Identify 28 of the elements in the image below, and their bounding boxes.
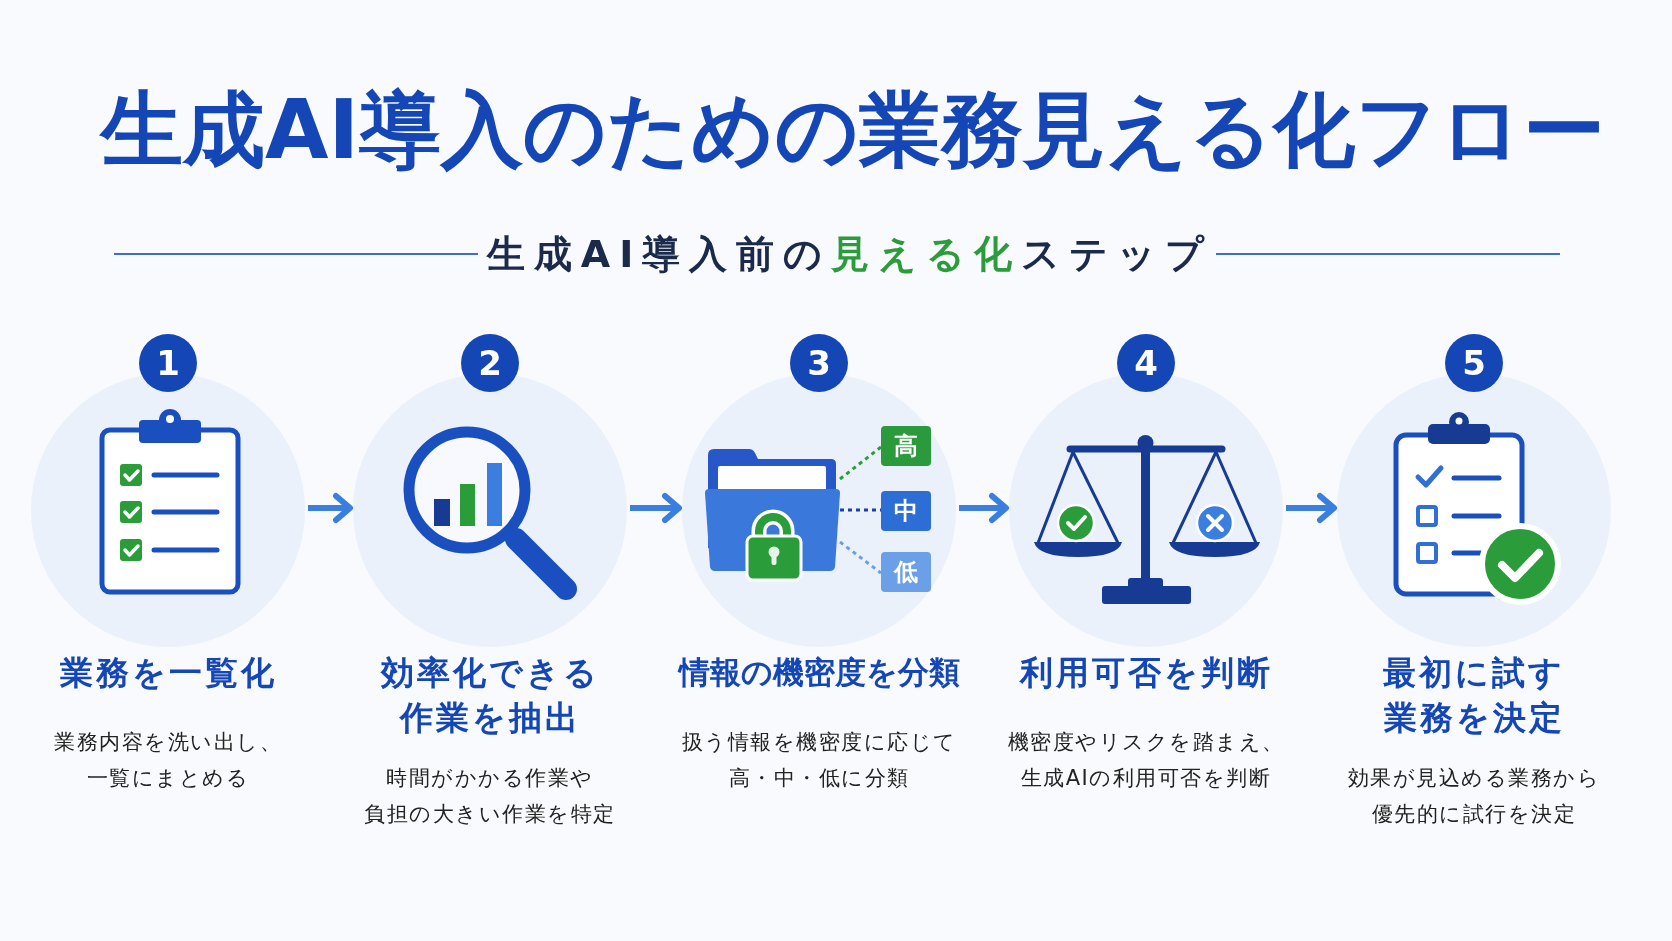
- step-heading: 情報の機密度を分類: [678, 653, 960, 692]
- step-heading: 業務を一覧化: [59, 652, 277, 694]
- folder-lock-icon: [705, 448, 840, 582]
- step-description: 業務内容を洗い出し、一覧にまとめる: [54, 729, 282, 792]
- step-heading: 利用可否を判断: [1019, 652, 1273, 694]
- step-number-badge: 3: [790, 334, 848, 392]
- step-description: 効果が見込める業務から優先的に試行を決定: [1347, 765, 1601, 828]
- arrow: [1286, 493, 1337, 523]
- step-number-badge: 2: [461, 334, 519, 392]
- level-tag: 低: [881, 552, 931, 592]
- dotted-line: [839, 445, 882, 481]
- dotted-line: [840, 508, 881, 512]
- step-description: 機密度やリスクを踏まえ、生成AIの利用可否を判断: [1007, 729, 1285, 792]
- step-heading: 効率化できる作業を抽出: [380, 652, 600, 739]
- subtitle: 生成AI導入前の見える化ステップ: [486, 231, 1214, 278]
- title: 生成AI導入のための業務見える化フロー: [101, 81, 1605, 179]
- step-number-badge: 5: [1445, 334, 1503, 392]
- arrow: [308, 493, 353, 523]
- step-number-badge: 1: [139, 334, 197, 392]
- step-description: 扱う情報を機密度に応じて高・中・低に分類: [681, 729, 957, 792]
- level-tag: 中: [881, 491, 931, 531]
- step-description: 時間がかかる作業や負担の大きい作業を特定: [364, 765, 616, 828]
- step-heading: 最初に試す業務を決定: [1383, 652, 1565, 739]
- level-tag: 高: [881, 426, 931, 466]
- step-number-badge: 4: [1117, 334, 1175, 392]
- arrow: [630, 493, 682, 523]
- arrow: [959, 493, 1009, 523]
- dotted-line: [839, 540, 882, 575]
